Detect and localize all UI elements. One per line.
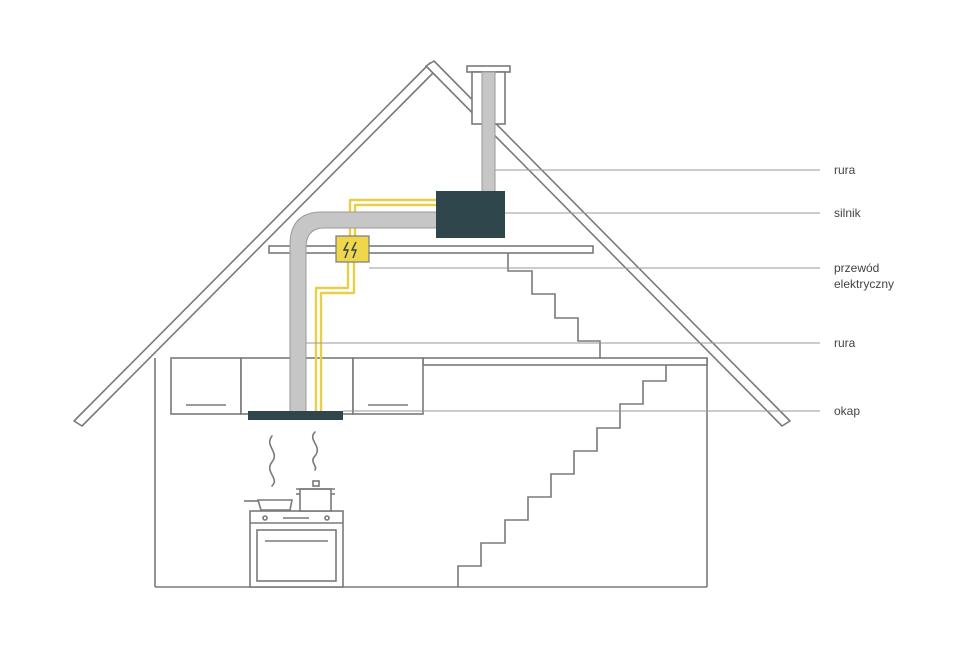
lightning-icon xyxy=(342,241,358,259)
switch-box xyxy=(335,235,370,263)
upper-stairs xyxy=(507,253,601,358)
lower-stairs xyxy=(457,365,667,587)
roof-pipe xyxy=(466,65,511,197)
leader-lines xyxy=(306,169,820,412)
steam-icon xyxy=(268,431,319,487)
first-floor-slab xyxy=(422,357,708,366)
label-silnik: silnik xyxy=(834,206,862,220)
stove xyxy=(249,510,344,588)
frying-pan-icon xyxy=(244,499,293,511)
label-rura-top: rura xyxy=(834,163,856,177)
label-przewod-line2: elektryczny xyxy=(834,277,894,291)
roof xyxy=(73,60,791,427)
motor-unit xyxy=(436,191,505,238)
label-rura-mid: rura xyxy=(834,336,856,350)
attic-floor-slab xyxy=(268,245,594,254)
label-okap: okap xyxy=(834,404,860,418)
label-przewod-line1: przewód xyxy=(834,261,879,275)
house-walls xyxy=(154,358,708,588)
range-hood xyxy=(248,411,343,420)
cooking-pot-icon xyxy=(296,480,335,512)
